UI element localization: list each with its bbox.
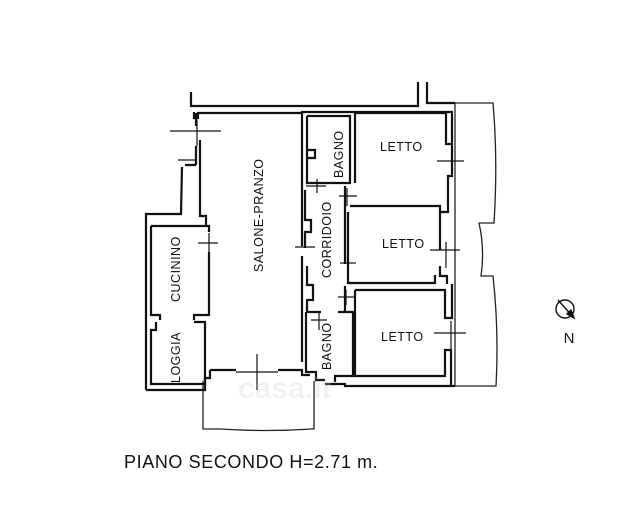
room-labels: SALONE-PRANZO BAGNO LETTO CORRIDOIO LETT… bbox=[169, 130, 425, 383]
room-label-corridoio: CORRIDOIO bbox=[320, 201, 334, 278]
door-markers bbox=[170, 120, 466, 390]
left-stair-wall bbox=[144, 166, 184, 390]
corridoio-walls bbox=[303, 190, 315, 312]
salone-left-wall-lower bbox=[198, 140, 208, 226]
door-bagno-top bbox=[306, 179, 326, 193]
walls bbox=[144, 82, 498, 432]
door-window-letto-3 bbox=[434, 321, 466, 349]
door-bagno-bottom bbox=[311, 312, 327, 330]
loggia-outer-bottom bbox=[146, 370, 212, 392]
door-balcony bbox=[236, 354, 278, 390]
room-label-letto-2: LETTO bbox=[382, 237, 425, 251]
door-letto-3 bbox=[338, 290, 355, 305]
door-entrance bbox=[170, 120, 221, 146]
compass-circle-icon bbox=[555, 299, 575, 319]
room-label-bagno-top: BAGNO bbox=[332, 130, 346, 178]
compass-north-label: N bbox=[564, 330, 575, 347]
compass-arrow-icon bbox=[557, 299, 576, 320]
salone-left-wall-upper bbox=[185, 113, 198, 167]
cucinino-walls bbox=[149, 224, 211, 320]
door-window-letto-1 bbox=[437, 150, 464, 172]
room-label-salone-pranzo: SALONE-PRANZO bbox=[252, 159, 266, 272]
letto-1-walls bbox=[350, 111, 454, 214]
top-outer-wall bbox=[189, 82, 455, 108]
door-window-letto-2 bbox=[430, 242, 460, 268]
floor-caption: PIANO SECONDO H=2.71 m. bbox=[124, 452, 379, 472]
bagno-top-walls bbox=[305, 114, 352, 185]
balcony-outline bbox=[202, 381, 315, 432]
loggia-walls bbox=[149, 320, 207, 386]
top-inner-wall bbox=[192, 110, 453, 120]
letto-3-walls bbox=[353, 284, 454, 386]
room-label-bagno-bottom: BAGNO bbox=[320, 322, 334, 370]
east-facade bbox=[455, 102, 498, 387]
salone-bottom-wall bbox=[210, 368, 310, 377]
room-label-letto-1: LETTO bbox=[380, 140, 423, 154]
room-label-cucinino: CUCININO bbox=[169, 236, 183, 302]
room-label-letto-3: LETTO bbox=[381, 330, 424, 344]
door-cucinino bbox=[198, 233, 218, 253]
bottom-outer-wall bbox=[325, 382, 455, 388]
room-label-loggia: LOGGIA bbox=[169, 332, 183, 383]
door-letto-1-corridoio bbox=[339, 188, 357, 206]
north-compass: N bbox=[555, 299, 576, 347]
letto-2-walls bbox=[346, 212, 449, 285]
